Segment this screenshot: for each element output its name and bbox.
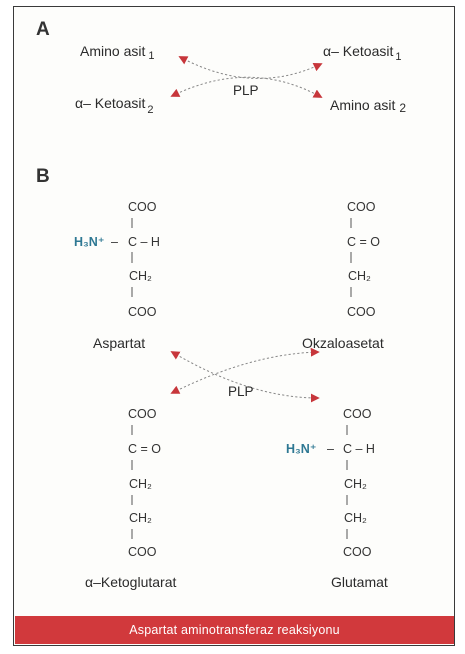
- section-a-arrow-bottom: [170, 76, 323, 98]
- glutamate-center: C – H: [343, 442, 375, 456]
- aspartate-ch2: CH₂: [129, 269, 152, 283]
- glutamate-ch2-a: CH₂: [344, 477, 367, 491]
- oxaloacetate-name: Okzaloasetat: [302, 335, 384, 351]
- oxaloacetate-bottom-group: COO: [347, 305, 376, 319]
- glutamate-top-group: COO: [343, 407, 372, 421]
- section-b-plp-label: PLP: [228, 384, 254, 399]
- oxaloacetate-ch2: CH₂: [348, 269, 371, 283]
- ketoglutarate-top-group: COO: [128, 407, 157, 421]
- section-b-label: B: [36, 166, 50, 187]
- glutamate-ammonium: H₃N⁺: [286, 442, 316, 456]
- section-a-label: A: [36, 19, 50, 40]
- aspartate-center: C – H: [128, 235, 160, 249]
- ketoglutarate-bottom-group: COO: [128, 545, 157, 559]
- oxaloacetate-top-group: COO: [347, 200, 376, 214]
- aspartate-ammonium: H₃N⁺: [74, 235, 104, 249]
- aspartate-top-group: COO: [128, 200, 157, 214]
- aspartate-name: Aspartat: [93, 335, 145, 351]
- glutamate-bottom-group: COO: [343, 545, 372, 559]
- ketoglutarate-center: C = O: [128, 442, 161, 456]
- section-a-plp-label: PLP: [233, 83, 259, 98]
- aspartate-structure: COO H₃N⁺ – C – H CH₂ COO Aspartat: [74, 200, 160, 351]
- glutamate-name: Glutamat: [331, 574, 388, 590]
- section-a-arrow-top: [178, 56, 323, 79]
- ketoglutarate-ch2-b: CH₂: [129, 511, 152, 525]
- oxaloacetate-center: C = O: [347, 235, 380, 249]
- ketoglutarate-name: α–Ketoglutarat: [85, 574, 176, 590]
- ketoglutarate-ch2-a: CH₂: [129, 477, 152, 491]
- ketoglutarate-structure: COO C = O CH₂ CH₂ COO α–Ketoglutarat: [85, 407, 176, 590]
- glutamate-ch2-b: CH₂: [344, 511, 367, 525]
- figure-frame: [13, 6, 455, 646]
- glutamate-bond-dash: –: [327, 442, 334, 456]
- aspartate-bond-dash: –: [111, 235, 118, 249]
- oxaloacetate-structure: COO C = O CH₂ COO Okzaloasetat: [302, 200, 384, 351]
- glutamate-structure: COO H₃N⁺ – C – H CH₂ CH₂ COO Glutamat: [286, 407, 388, 590]
- figure-caption: Aspartat aminotransferaz reaksiyonu: [15, 616, 454, 644]
- aspartate-bottom-group: COO: [128, 305, 157, 319]
- section-b-arrow-bottom: [170, 347, 320, 394]
